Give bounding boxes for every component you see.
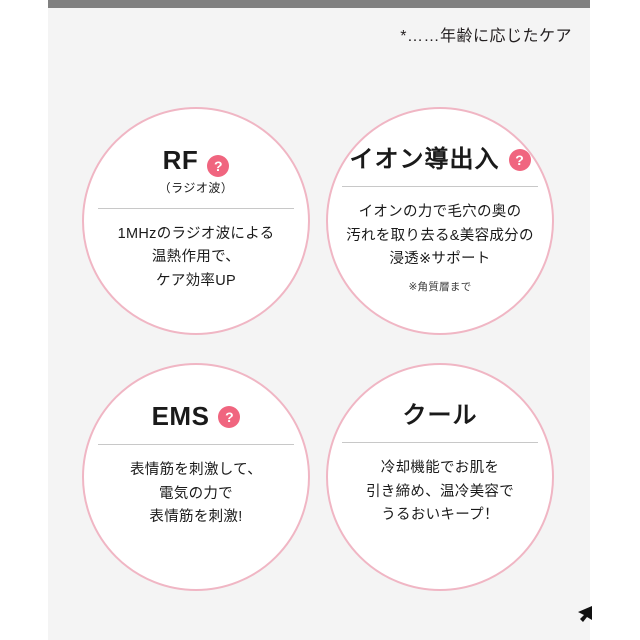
help-badge-icon[interactable]: ? [218, 405, 241, 428]
feature-circle-ion[interactable]: イオン導出入 ? イオンの力で毛穴の奥の 汚れを取り去る&美容成分の 浸透※サポ… [326, 107, 554, 335]
top-bar [48, 0, 590, 8]
feature-title: イオン導出入 [349, 146, 500, 173]
feature-divider [98, 444, 294, 446]
help-badge-icon[interactable]: ? [207, 155, 230, 177]
help-badge-icon[interactable]: ? [508, 148, 531, 171]
feature-circle-ems[interactable]: EMS ? 表情筋を刺激して、 電気の力で 表情筋を刺激! [82, 363, 310, 591]
feature-circle-rf[interactable]: RF ? （ラジオ波） 1MHzのラジオ波による 温熱作用で、 ケア効率UP [82, 107, 310, 335]
feature-title: EMS [151, 401, 210, 431]
feature-divider [342, 186, 538, 188]
feature-header: クール [328, 403, 552, 428]
feature-body-text: 1MHzのラジオ波による 温熱作用で、 ケア効率UP [117, 226, 275, 289]
feature-body-text: イオンの力で毛穴の奥の 汚れを取り去る&美容成分の 浸透※サポート [346, 204, 534, 268]
feature-title: RF [162, 145, 199, 175]
feature-subtitle: （ラジオ波） [158, 181, 234, 195]
feature-circle-cool[interactable]: クール 冷却機能でお肌を 引き締め、温冷美容で うるおいキープ！ [326, 363, 554, 591]
feature-title: クール [402, 402, 478, 429]
feature-body-text: 冷却機能でお肌を 引き締め、温冷美容で うるおいキープ！ [366, 460, 514, 524]
feature-header: RF ? （ラジオ波） [84, 145, 308, 196]
feature-footnote: ※角質層まで [408, 280, 472, 293]
feature-title-row: EMS ? [84, 401, 308, 431]
feature-title-row: クール [328, 403, 552, 428]
feature-divider [98, 208, 294, 209]
feature-divider [342, 442, 538, 444]
feature-circle-grid: RF ? （ラジオ波） 1MHzのラジオ波による 温熱作用で、 ケア効率UP イ… [82, 107, 554, 591]
feature-body-text: 表情筋を刺激して、 電気の力で 表情筋を刺激! [129, 462, 263, 526]
feature-title-row: イオン導出入 ? [328, 147, 552, 172]
feature-header: イオン導出入 ? [328, 147, 552, 172]
age-care-note: *……年齢に応じたケア [400, 28, 572, 45]
feature-title-row: RF ? [84, 145, 308, 177]
feature-header: EMS ? [84, 401, 308, 431]
